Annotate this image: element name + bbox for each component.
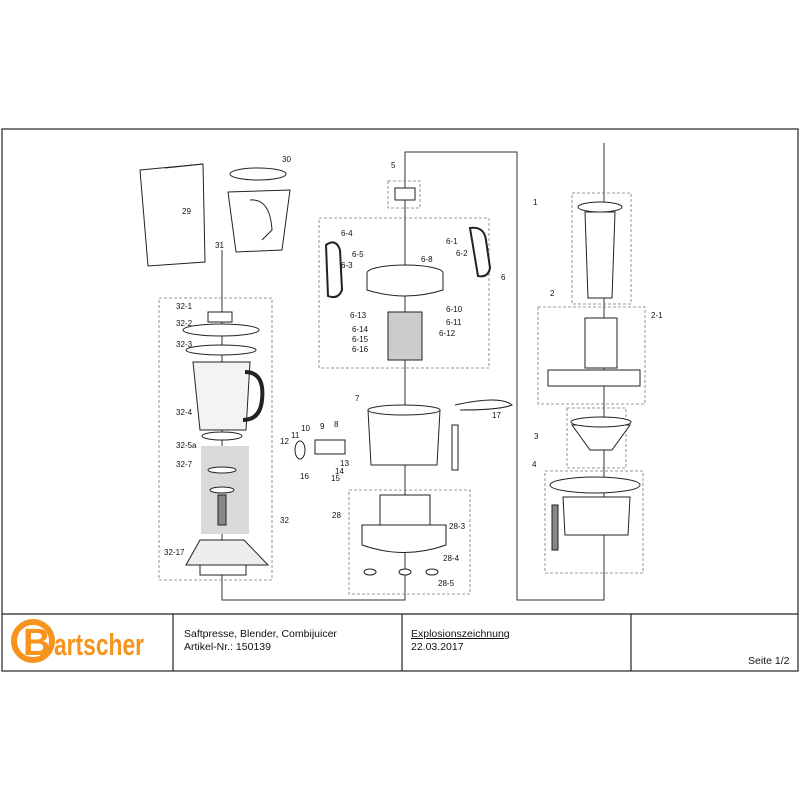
part-label: 6 [501, 273, 506, 282]
svg-text:artscher: artscher [54, 627, 144, 662]
part-label: 32-7 [176, 460, 193, 469]
drawing-frame [1, 128, 799, 672]
part-label: 9 [320, 422, 325, 431]
part-label: 6-3 [341, 261, 353, 270]
part-label: 4 [532, 460, 537, 469]
part-label: 2 [550, 289, 555, 298]
part-label: 12 [280, 437, 289, 446]
part-label: 5 [391, 161, 396, 170]
document-date: 22.03.2017 [411, 641, 464, 653]
part-label: 28-5 [438, 579, 455, 588]
part-label: 32 [280, 516, 289, 525]
part-label: 32-4 [176, 408, 193, 417]
part-label: 15 [331, 474, 340, 483]
part-label: 6-4 [341, 229, 353, 238]
article-number: Artikel-Nr.: 150139 [184, 641, 271, 653]
part-label: 32-3 [176, 340, 193, 349]
part-label: 30 [282, 155, 291, 164]
svg-text:B: B [23, 622, 50, 664]
part-label: 8 [334, 420, 339, 429]
page-number: Seite 1/2 [748, 655, 790, 667]
product-name: Saftpresse, Blender, Combijuicer [184, 628, 337, 640]
group-boxes [158, 180, 646, 595]
part-label: 16 [300, 472, 309, 481]
parts [139, 163, 641, 576]
part-label: 32-17 [164, 548, 185, 557]
part-label: 32-2 [176, 319, 193, 328]
part-label: 28-4 [443, 554, 460, 563]
part-label: 28-3 [449, 522, 466, 531]
part-label: 6-11 [446, 318, 462, 327]
bartscher-logo: B artscher [11, 619, 144, 664]
part-label: 6-1 [446, 237, 458, 246]
assembly-axis-lines [221, 143, 605, 601]
part-label: 31 [215, 241, 224, 250]
part-label: 3 [534, 432, 539, 441]
part-label: 6-15 [352, 335, 369, 344]
part-label: 6-10 [446, 305, 463, 314]
part-label: 14 [335, 467, 344, 476]
part-label: 29 [182, 207, 191, 216]
part-label: 28 [332, 511, 341, 520]
part-label: 32-5a [176, 441, 197, 450]
part-label: 13 [340, 459, 349, 468]
part-label: 1 [533, 198, 538, 207]
part-label: 7 [355, 394, 360, 403]
part-label: 6-16 [352, 345, 369, 354]
part-label: 11 [291, 431, 300, 440]
part-label: 6-14 [352, 325, 369, 334]
document-type: Explosionszeichnung [411, 628, 510, 640]
part-label: 6-8 [421, 255, 433, 264]
part-label: 17 [492, 411, 501, 420]
part-label: 6-13 [350, 311, 367, 320]
part-label: 6-5 [352, 250, 364, 259]
part-label: 2-1 [651, 311, 663, 320]
part-label: 6-2 [456, 249, 468, 258]
part-label: 32-1 [176, 302, 193, 311]
part-label: 10 [301, 424, 310, 433]
part-label: 6-12 [439, 329, 456, 338]
